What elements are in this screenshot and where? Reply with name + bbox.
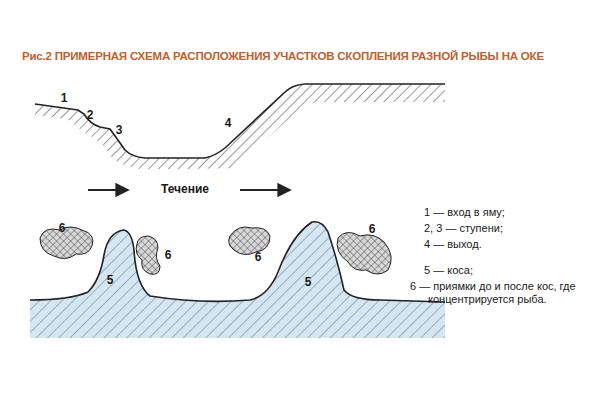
callout-number: 4 (225, 117, 232, 131)
callout-number: 5 (107, 274, 114, 288)
callout-number: 2 (87, 109, 94, 123)
figure-title: Рис.2 ПРИМЕРНАЯ СХЕМА РАСПОЛОЖЕНИЯ УЧАСТ… (22, 50, 544, 63)
callout-number: 1 (61, 92, 68, 106)
legend-text: 1 — вход в яму; (424, 206, 505, 219)
callout-number: 6 (165, 249, 172, 263)
callout-number: 3 (116, 124, 123, 138)
legend-text: 4 — выход. (424, 238, 482, 251)
callout-number: 5 (305, 276, 312, 290)
current-label: Течение (159, 183, 211, 197)
legend-text: 5 — коса; (424, 264, 473, 277)
callout-number: 6 (255, 251, 262, 265)
callout-number: 6 (59, 222, 66, 236)
legend-text: 6 — приямки до и после кос, где концентр… (410, 280, 596, 305)
legend-text: 2, 3 — ступени; (424, 222, 503, 235)
callout-number: 6 (369, 223, 376, 237)
